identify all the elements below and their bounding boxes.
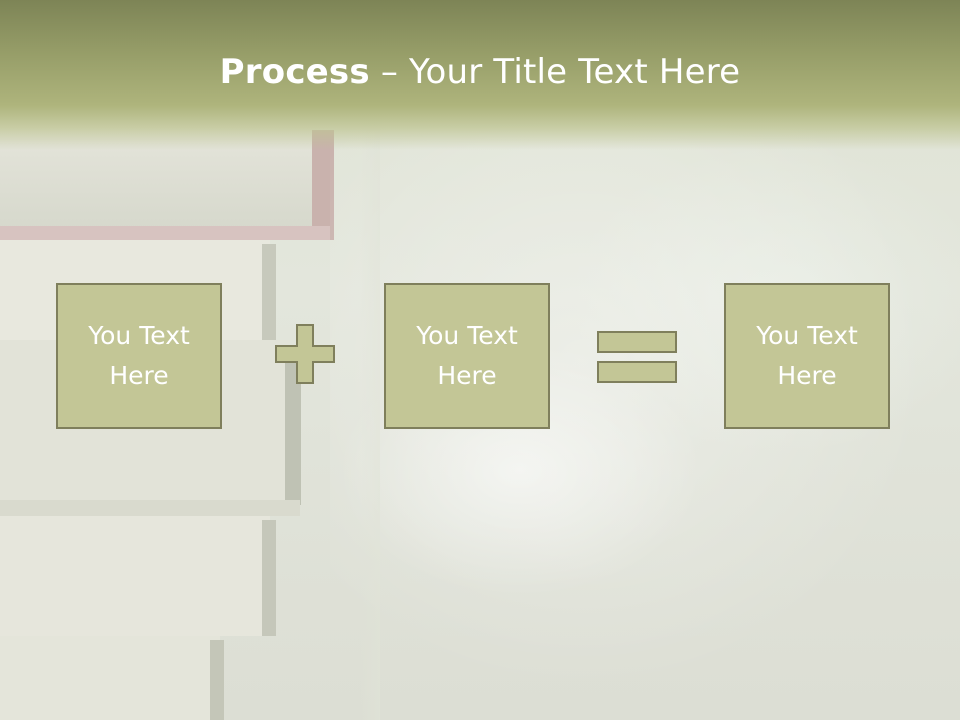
process-box-2-text: You Text Here [416,321,518,390]
title-separator: – [369,52,410,92]
plus-icon [275,324,335,384]
process-box-2[interactable]: You Text Here [384,283,550,429]
process-box-1-text: You Text Here [88,321,190,390]
process-box-3-text: You Text Here [756,321,858,390]
title-text: Your Title Text Here [409,52,741,92]
process-box-3[interactable]: You Text Here [724,283,890,429]
process-box-1[interactable]: You Text Here [56,283,222,429]
equals-icon [597,331,677,383]
title-bold: Process [219,52,370,92]
slide-title: Process – Your Title Text Here [0,52,960,92]
title-bar [0,0,960,150]
